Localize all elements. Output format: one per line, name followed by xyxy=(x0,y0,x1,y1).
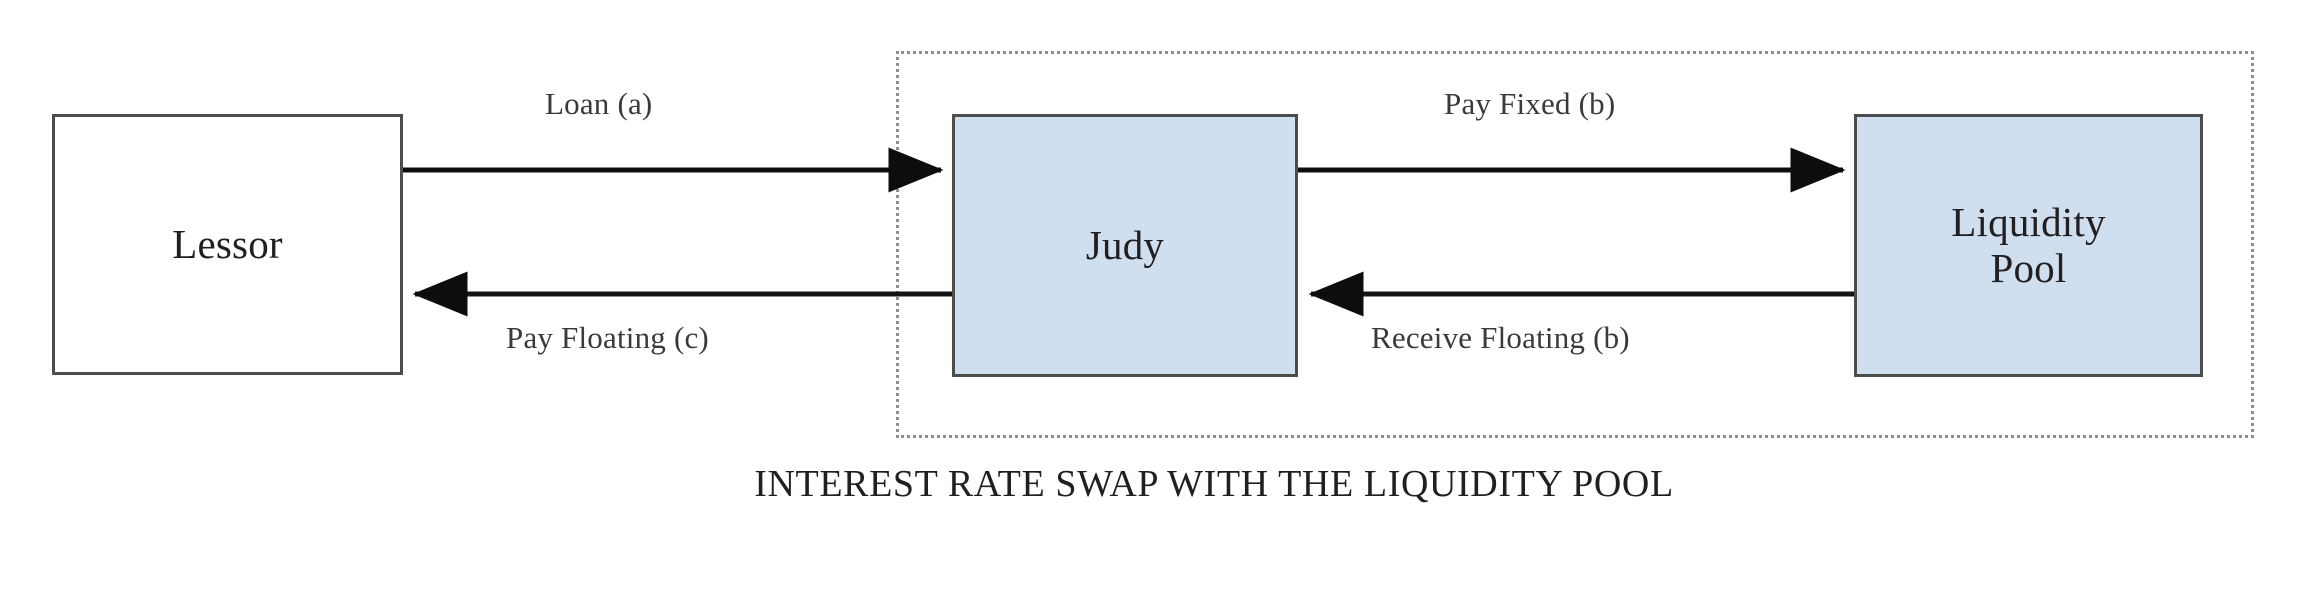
diagram-caption-text: INTEREST RATE SWAP WITH THE LIQUIDITY PO… xyxy=(754,463,1674,505)
node-liquidity-pool[interactable]: Liquidity Pool xyxy=(1854,114,2203,377)
edge-label-loan: Loan (a) xyxy=(545,86,653,121)
node-judy[interactable]: Judy xyxy=(952,114,1298,377)
node-liquidity-pool-label: Liquidity Pool xyxy=(1951,198,2106,291)
edge-label-pay-floating: Pay Floating (c) xyxy=(506,320,709,355)
node-lessor[interactable]: Lessor xyxy=(52,114,403,375)
diagram-caption: INTEREST RATE SWAP WITH THE LIQUIDITY PO… xyxy=(0,462,2304,506)
node-lessor-label: Lessor xyxy=(172,220,283,267)
edge-label-receive-floating: Receive Floating (b) xyxy=(1371,320,1630,355)
node-judy-label: Judy xyxy=(1085,221,1165,268)
swap-region-boundary xyxy=(896,51,2254,438)
edge-label-pay-fixed: Pay Fixed (b) xyxy=(1444,86,1616,121)
